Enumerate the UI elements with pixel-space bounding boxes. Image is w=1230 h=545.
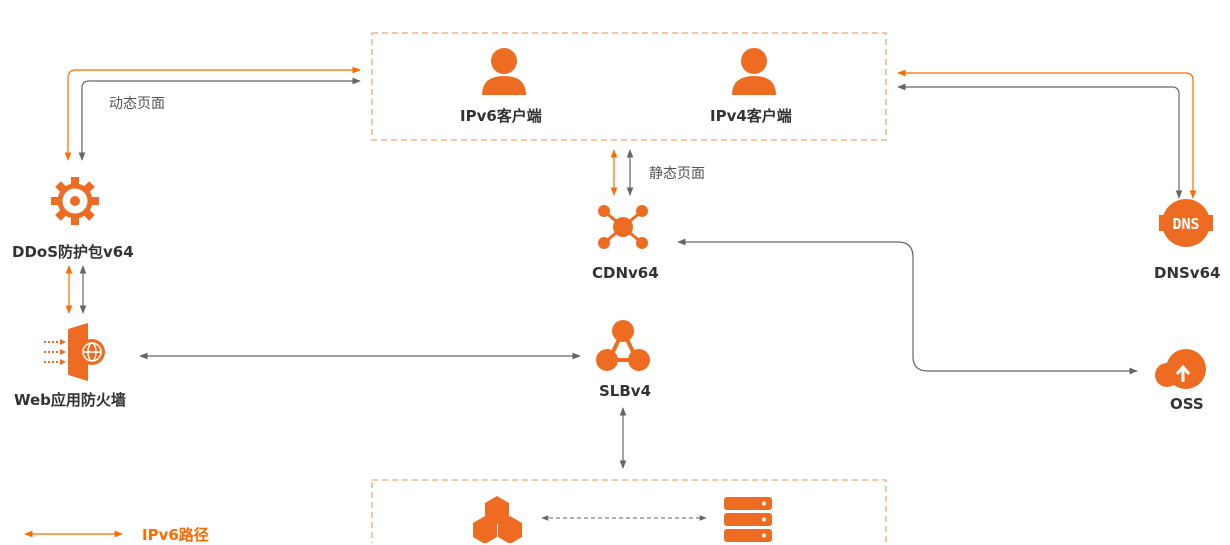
ddos-client-ipv4-path [78, 77, 361, 161]
cdn-network-icon [598, 205, 648, 249]
user-icon [482, 48, 526, 95]
static-page-label: 静态页面 [649, 166, 705, 182]
user-icon [732, 48, 776, 95]
slb-label: SLBv4 [599, 382, 652, 400]
dns-label: DNSv64 [1154, 264, 1221, 282]
oss-label: OSS [1170, 395, 1204, 413]
cdn-label: CDNv64 [592, 264, 659, 282]
svg-text:DNS: DNS [1172, 215, 1199, 233]
ddos-client-ipv6-path [64, 66, 361, 161]
backend-group-box [371, 479, 887, 543]
dns-icon: DNS [1159, 199, 1213, 247]
legend-ipv6-label: IPv6路径 [142, 526, 209, 544]
slb-icon [596, 320, 650, 371]
waf-label: Web应用防火墙 [14, 391, 126, 409]
gear-shield-icon [51, 177, 99, 225]
ipv6-client-label: IPv6客户端 [460, 107, 542, 125]
ipv4-client-label: IPv4客户端 [710, 107, 792, 125]
client-group-box [371, 32, 887, 141]
oss-cloud-icon [1155, 349, 1206, 389]
dns-client-ipv4-path [897, 83, 1183, 199]
firewall-icon [44, 323, 105, 381]
cdn-oss-path [677, 238, 1138, 375]
ddos-label: DDoS防护包v64 [12, 243, 134, 261]
server-stack-icon [724, 497, 772, 542]
ecs-cluster-icon [473, 496, 522, 543]
dns-client-ipv6-path [897, 69, 1197, 199]
dynamic-page-label: 动态页面 [109, 96, 165, 112]
